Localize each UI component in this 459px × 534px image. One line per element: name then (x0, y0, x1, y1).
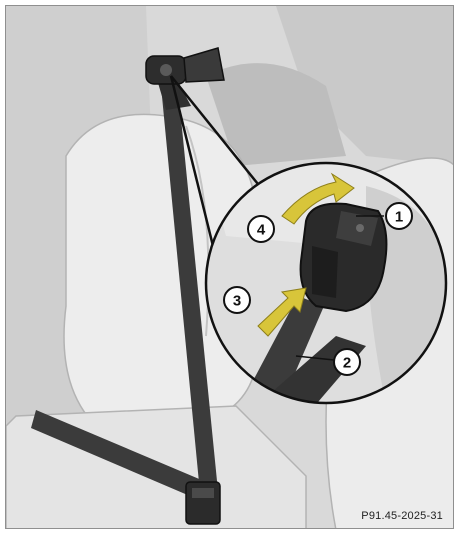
callout-1: 1 (386, 203, 412, 229)
callout-3: 3 (224, 287, 250, 313)
figure-reference-code: P91.45-2025-31 (361, 510, 443, 522)
callout-4-label: 4 (257, 222, 266, 239)
callout-2: 2 (334, 349, 360, 375)
diagram-frame: 1 2 3 4 P91.45-2025-31 (5, 5, 454, 529)
callout-4: 4 (248, 216, 274, 242)
callout-2-label: 2 (343, 355, 351, 372)
seat-belt-illustration: 1 2 3 4 (6, 6, 454, 529)
belt-buckle (186, 482, 220, 524)
callout-1-label: 1 (395, 209, 403, 226)
callout-3-label: 3 (233, 293, 241, 310)
